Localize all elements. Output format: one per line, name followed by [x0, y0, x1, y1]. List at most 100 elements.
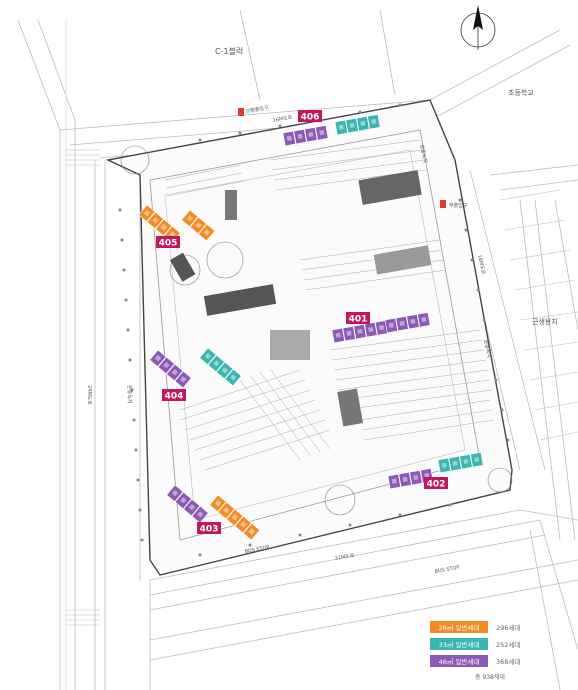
- building-405-wing-1: [181, 209, 216, 242]
- block-label: C-1블럭: [215, 46, 243, 56]
- north-arrow-icon: [460, 5, 496, 50]
- unit-window: [231, 514, 239, 521]
- unit-window: [319, 129, 325, 136]
- building-number-402[interactable]: 402: [427, 480, 446, 490]
- building-tag-bg: [424, 477, 448, 489]
- building-unit: [342, 325, 356, 342]
- building-unit: [166, 484, 184, 503]
- building-number-406[interactable]: 406: [301, 113, 320, 123]
- unit-window: [214, 499, 222, 507]
- entrance-right-label: 부출입구: [449, 202, 468, 209]
- legend-swatch-46: 46㎡ 일반세대: [430, 654, 488, 667]
- building-unit: [191, 505, 209, 524]
- building-unit: [331, 327, 345, 344]
- unit-window: [463, 458, 469, 465]
- building-number-405[interactable]: 405: [159, 239, 178, 249]
- playground-structure: [169, 252, 196, 282]
- unit-window: [180, 376, 187, 383]
- building-unit: [315, 125, 329, 141]
- bus-stop-right-label: BUS STOP: [434, 565, 460, 575]
- building-unit: [199, 347, 217, 366]
- road-bottom-label: 31M도로: [334, 553, 355, 562]
- unit-window: [221, 367, 229, 374]
- legend-label-33: 33㎡ 일반세대: [438, 640, 480, 649]
- building-unit: [216, 361, 234, 380]
- building-401-wing-0: [331, 320, 389, 344]
- building-404-wing-0: [149, 349, 192, 389]
- building-tag-bg: [298, 110, 322, 122]
- building-unit: [406, 314, 420, 330]
- building-unit: [387, 473, 401, 490]
- building-unit: [304, 127, 318, 143]
- building-403-wing-0: [166, 484, 209, 524]
- green-right-label: 완충녹지: [482, 339, 493, 358]
- legend-row-26: 26㎡ 일반세대 296세대: [430, 620, 575, 633]
- entrance-marker-icon: [238, 108, 446, 208]
- unit-window: [230, 374, 237, 381]
- unit-window: [213, 360, 220, 367]
- unit-window: [413, 474, 419, 481]
- legend-count-46: 368세대: [496, 657, 521, 666]
- building-number-403[interactable]: 403: [200, 525, 219, 535]
- landscape-circles: [120, 145, 513, 516]
- unit-window: [368, 326, 374, 333]
- legend-swatch-26: 26㎡ 일반세대: [430, 620, 488, 633]
- building-unit: [174, 491, 192, 510]
- legend-total: 총 938세대: [475, 674, 505, 681]
- apartment-buildings: [138, 114, 484, 541]
- road-top-label: 16M도로: [272, 115, 293, 124]
- unit-window: [357, 328, 363, 335]
- unit-window: [371, 118, 377, 125]
- tree-marks: [118, 103, 510, 557]
- unit-window: [335, 332, 341, 338]
- unit-window: [441, 462, 447, 468]
- building-number-404[interactable]: 404: [165, 392, 184, 402]
- building-unit: [384, 317, 398, 334]
- unit-window: [188, 504, 196, 511]
- road-right-label: 18M도로: [476, 254, 486, 275]
- building-404-wing-1: [199, 347, 242, 387]
- building-406-wing-0: [282, 125, 329, 147]
- unit-window: [297, 133, 303, 139]
- unit-window: [474, 456, 480, 463]
- building-unit: [138, 204, 156, 223]
- unit-window: [421, 316, 427, 323]
- legend-label-46: 46㎡ 일반세대: [438, 657, 480, 666]
- unit-window: [410, 318, 416, 325]
- building-tags: 401 402 403 404 405 406: [156, 110, 448, 535]
- building-unit: [189, 216, 207, 235]
- legend-count-26: 296세대: [496, 623, 521, 632]
- legend-label-26: 26㎡ 일반세대: [438, 623, 480, 632]
- building-unit: [282, 130, 296, 147]
- building-unit: [334, 119, 348, 136]
- building-unit: [157, 356, 175, 375]
- building-tag-bg: [162, 389, 186, 401]
- building-unit: [367, 114, 381, 130]
- building-unit: [166, 363, 184, 382]
- school-label: 초등학교: [508, 88, 534, 97]
- unit-window: [186, 214, 194, 222]
- unit-window: [240, 521, 247, 528]
- entrance-top-label: 보행출입구: [245, 104, 269, 115]
- unit-window: [203, 229, 211, 236]
- building-unit: [345, 117, 359, 134]
- building-number-401[interactable]: 401: [349, 315, 368, 325]
- road-left-label: 24M도로: [86, 385, 92, 405]
- unit-window: [195, 222, 202, 229]
- building-unit: [181, 209, 199, 228]
- building-unit: [395, 315, 409, 332]
- building-unit: [293, 128, 307, 145]
- unit-window: [171, 369, 179, 376]
- building-403-wing-1: [209, 494, 261, 541]
- building-unit: [146, 211, 164, 230]
- building-unit: [207, 354, 225, 373]
- legend-row-33: 33㎡ 일반세대 252세대: [430, 637, 575, 650]
- unit-window: [248, 528, 255, 535]
- bottom-roads: [149, 509, 578, 690]
- building-tag-bg: [346, 312, 370, 324]
- legend-count-33: 252세대: [496, 640, 521, 649]
- building-tag-bg: [156, 236, 180, 248]
- building-unit: [409, 470, 423, 486]
- green-top-label: 완충녹지: [418, 144, 429, 163]
